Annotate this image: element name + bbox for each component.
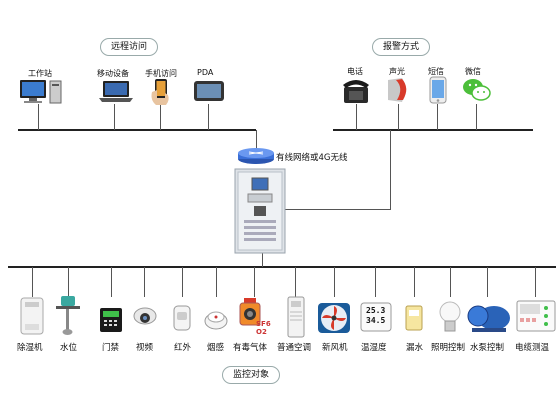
top-left-bus xyxy=(18,129,256,131)
infrared-icon xyxy=(172,304,192,332)
cable-temp-icon xyxy=(516,300,556,332)
siren-icon xyxy=(384,76,410,104)
sound-light-label: 声光 xyxy=(389,67,405,76)
access-control-icon xyxy=(98,306,124,334)
lighting-control-label: 照明控制 xyxy=(431,343,466,353)
router-icon xyxy=(237,147,275,165)
air-conditioner-icon xyxy=(286,296,306,338)
bulb-icon xyxy=(439,300,461,334)
workstation-label: 工作站 xyxy=(28,69,52,78)
access-control-label: 门禁 xyxy=(102,343,120,353)
workstation-icon xyxy=(18,78,64,106)
water-level-icon xyxy=(55,294,81,336)
water-leak-label: 漏水 xyxy=(406,343,424,353)
laptop-icon xyxy=(98,79,134,103)
thermo-hygrometer-icon xyxy=(360,302,392,332)
alarm-method-title: 报警方式 xyxy=(372,38,431,56)
mobile-access-label: 手机访问 xyxy=(145,69,177,78)
infrared-label: 红外 xyxy=(174,343,192,353)
water-level-label: 水位 xyxy=(60,343,78,353)
temp-humidity-label: 温湿度 xyxy=(361,343,387,353)
thermo-display-temp: 25.3 xyxy=(366,306,386,315)
camera-icon xyxy=(132,306,158,332)
top-right-bus xyxy=(333,129,533,131)
sms-label: 短信 xyxy=(428,67,444,76)
mobile-device-label: 移动设备 xyxy=(97,69,129,78)
video-label: 视频 xyxy=(136,343,154,353)
water-leak-icon xyxy=(402,304,426,334)
gas-display: SF6 O2 xyxy=(256,320,271,336)
pda-icon xyxy=(193,80,225,102)
wechat-icon xyxy=(462,78,492,102)
thermo-display-humidity: 34.5 xyxy=(366,316,386,325)
smoke-label: 烟感 xyxy=(207,343,225,353)
fan-icon xyxy=(316,301,352,335)
smoke-detector-icon xyxy=(203,306,229,332)
server-cabinet xyxy=(234,168,286,254)
fresh-air-label: 新风机 xyxy=(322,343,348,353)
bottom-bus xyxy=(8,266,556,268)
pda-label: PDA xyxy=(197,68,214,77)
phone-hand-icon xyxy=(150,78,172,106)
air-conditioner-label: 普通空调 xyxy=(277,343,312,353)
network-label: 有线网络或4G无线 xyxy=(276,153,348,163)
smartphone-icon xyxy=(429,76,447,104)
wechat-label: 微信 xyxy=(465,67,481,76)
telephone-label: 电话 xyxy=(347,67,363,76)
toxic-gas-label: 有毒气体 xyxy=(233,343,268,353)
water-pump-icon xyxy=(466,300,512,334)
cable-temp-label: 电缆测温 xyxy=(515,343,550,353)
gas-detector-icon xyxy=(234,296,266,336)
telephone-icon xyxy=(341,75,371,105)
dehumidifier-label: 除湿机 xyxy=(17,343,43,353)
remote-access-title: 远程访问 xyxy=(100,38,159,56)
monitor-target-title: 监控对象 xyxy=(222,366,281,384)
dehumidifier-icon xyxy=(18,296,46,336)
water-pump-label: 水泵控制 xyxy=(470,343,505,353)
